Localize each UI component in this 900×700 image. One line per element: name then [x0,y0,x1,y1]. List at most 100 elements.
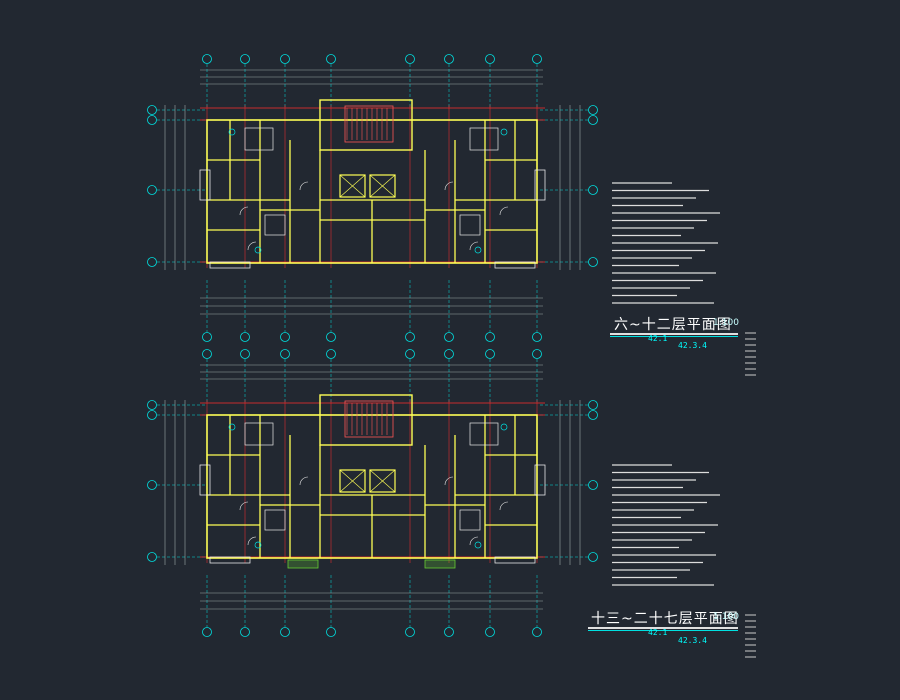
axis-bubble-left [147,480,157,490]
axis-bubble-bottom [326,627,336,637]
axis-bubble-bottom [240,332,250,342]
bay-window [199,169,211,201]
elevator-shaft [369,469,396,493]
axis-bubble-top [202,54,212,64]
bathroom-fixture [244,422,274,446]
axis-bubble-bottom [532,627,542,637]
axis-bubble-top [326,349,336,359]
axis-bubble-top [444,349,454,359]
title-underline2-lower [588,630,738,631]
axis-bubble-left [147,115,157,125]
bathroom-fixture [264,509,286,531]
bay-window [209,261,251,269]
bay-window [494,261,536,269]
axis-bubble-right [588,400,598,410]
fixture-symbol [500,128,508,136]
fixture-symbol [474,541,482,549]
axis-bubble-top [240,349,250,359]
stair-outline [344,105,394,143]
axis-bubble-left [147,257,157,267]
axis-bubble-bottom [485,627,495,637]
plan-title-lower: 十三~二十七层平面图 [591,611,739,627]
door-swing [469,241,479,251]
axis-bubble-right [588,257,598,267]
lower-design-notes [612,464,756,658]
bathroom-fixture [459,509,481,531]
door-swing [499,501,509,511]
lower-floor-plan [147,349,598,637]
bay-window [199,464,211,496]
bay-window [534,464,546,496]
axis-bubble-bottom [444,332,454,342]
fixture-symbol [254,246,262,254]
fixture-symbol [474,246,482,254]
bay-window [209,556,251,564]
axis-bubble-bottom [280,627,290,637]
axis-bubble-top [326,54,336,64]
stair-core [319,394,413,446]
axis-bubble-bottom [202,332,212,342]
axis-bubble-top [405,54,415,64]
bathroom-fixture [244,127,274,151]
axis-bubble-bottom [405,332,415,342]
axis-bubble-bottom [444,627,454,637]
elevator-shaft [369,174,396,198]
door-swing [299,181,309,191]
axis-bubble-bottom [326,332,336,342]
elevator-cross [339,469,366,493]
elevation-value-lower-a: 42.1 [648,628,668,637]
axis-bubble-left [147,400,157,410]
axis-bubble-bottom [202,627,212,637]
axis-bubble-right [588,480,598,490]
axis-bubble-right [588,552,598,562]
plan-scale-upper: 1:100 [713,318,739,328]
axis-bubble-left [147,410,157,420]
elevation-value-upper-b: 42.3.4 [678,341,707,350]
plan-title-upper: 六~十二层平面图 [614,317,732,333]
axis-bubble-top [202,349,212,359]
stair-outline [344,400,394,438]
axis-bubble-top [280,54,290,64]
axis-bubble-left [147,105,157,115]
elevator-cross [369,469,396,493]
door-swing [239,501,249,511]
axis-bubble-left [147,185,157,195]
axis-bubble-top [532,349,542,359]
fixture-symbol [228,128,236,136]
notes-group [612,182,756,376]
door-swing [469,536,479,546]
door-swing [499,206,509,216]
axis-bubble-bottom [240,627,250,637]
notes-group [612,464,756,658]
bay-window [494,556,536,564]
bathroom-fixture [459,214,481,236]
bay-window [534,169,546,201]
elevator-shaft [339,174,366,198]
axis-bubble-top [444,54,454,64]
fixture-symbol [500,423,508,431]
axis-bubble-right [588,410,598,420]
title-underline-upper [610,333,738,335]
plan-scale-lower: 1:100 [713,612,739,622]
door-swing [444,476,454,486]
door-swing [444,181,454,191]
elevation-value-upper-a: 42.1 [648,334,668,343]
door-swing [247,536,257,546]
axis-bubble-top [485,349,495,359]
elevator-shaft [339,469,366,493]
axis-bubble-right [588,105,598,115]
door-swing [247,241,257,251]
axis-bubble-top [240,54,250,64]
balcony [424,559,456,569]
upper-design-notes [612,182,756,376]
upper-floor-plan [147,54,598,342]
balcony [287,559,319,569]
fixture-symbol [228,423,236,431]
elevator-cross [369,174,396,198]
axis-bubble-bottom [405,627,415,637]
axis-bubble-bottom [485,332,495,342]
axis-bubble-left [147,552,157,562]
elevator-cross [339,174,366,198]
axis-bubble-top [280,349,290,359]
